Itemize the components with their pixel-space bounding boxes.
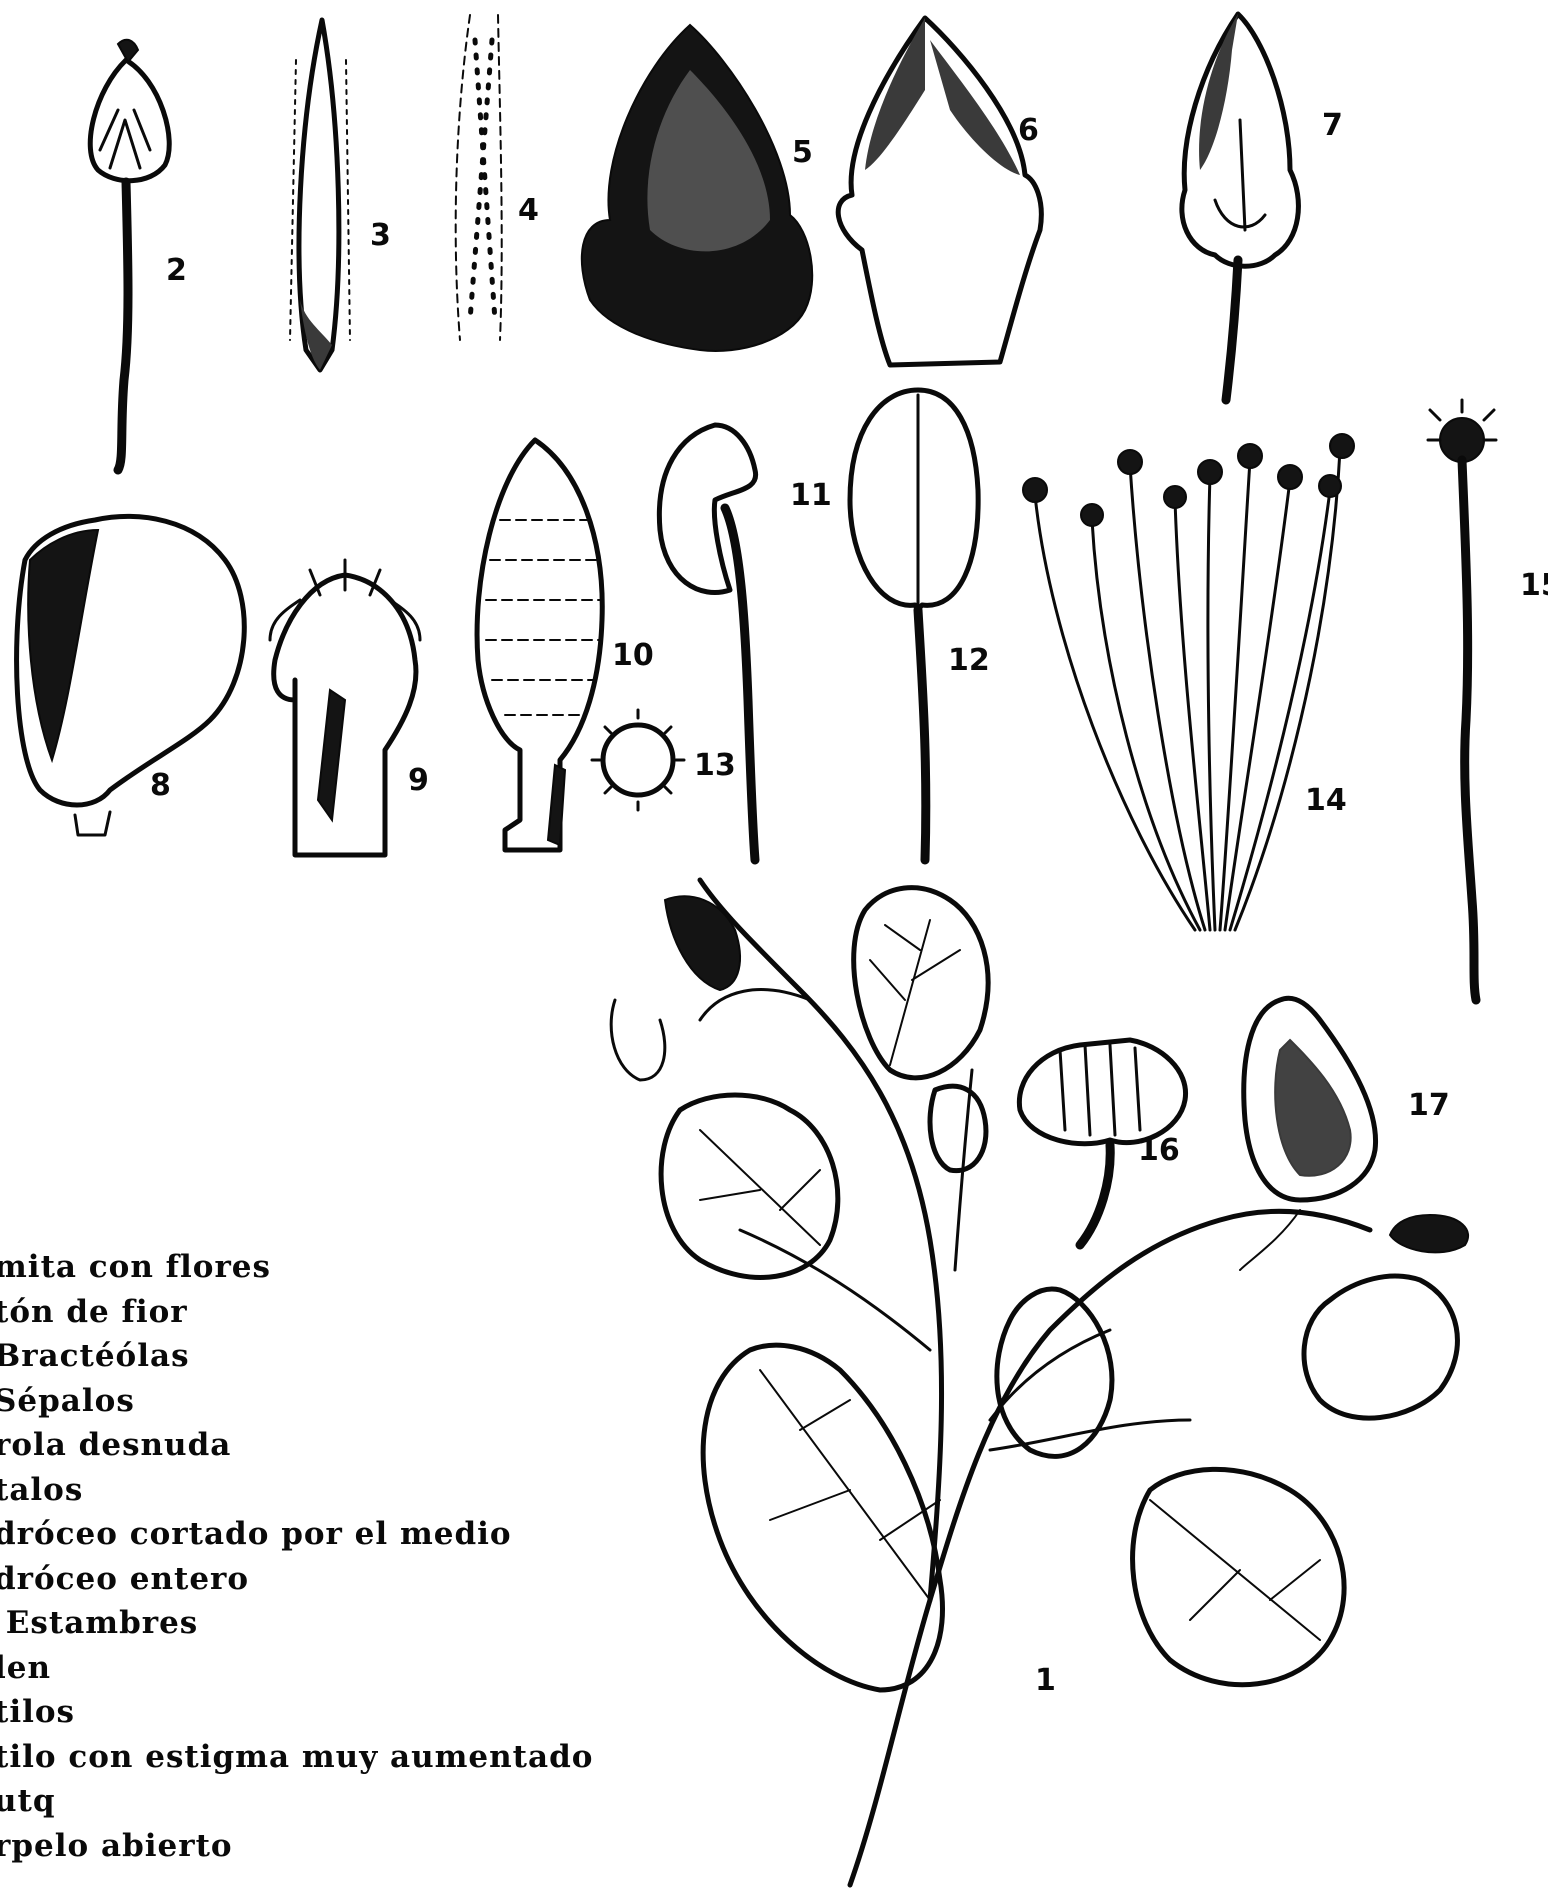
fig-10-androecium-drawing: [477, 440, 602, 850]
fig-9-androecium-cut-drawing: [270, 560, 420, 855]
legend-entry: tilos: [0, 1690, 593, 1735]
fig-6-petal-drawing: [838, 18, 1041, 365]
fig-10-number: 10: [612, 638, 654, 673]
fig-3-number: 3: [370, 218, 391, 253]
fig-12-number: 12: [948, 643, 990, 678]
legend-entry: utq: [0, 1779, 593, 1824]
legend-entry: len: [0, 1646, 593, 1691]
fig-17-carpel-drawing: [1240, 998, 1376, 1270]
fig-2-number: 2: [166, 253, 187, 288]
fig-17-number: 17: [1408, 1088, 1450, 1123]
fig-1-branch-drawing: [611, 880, 1468, 1885]
fig-11-number: 11: [790, 478, 832, 513]
fig-7-bud-drawing: [1182, 14, 1299, 400]
legend-entry: dróceo cortado por el medio: [0, 1512, 593, 1557]
legend-entry: dróceo entero: [0, 1557, 593, 1602]
legend-entry: rola desnuda: [0, 1423, 593, 1468]
fig-7-number: 7: [1322, 108, 1343, 143]
fig-11-stamen-drawing: [659, 425, 755, 860]
fig-16-number: 16: [1138, 1133, 1180, 1168]
fig-4-number: 4: [518, 193, 539, 228]
fig-5-number: 5: [792, 135, 813, 170]
fig-8-number: 8: [150, 768, 171, 803]
fig-15-style-drawing: [1428, 400, 1496, 1000]
fig-14-styles-drawing: [1023, 434, 1354, 930]
legend-entry: Sépalos: [0, 1379, 593, 1424]
figure-legend: mita con flores tón de fior Bractéólas S…: [0, 1245, 593, 1868]
fig-12-stamen-drawing: [850, 390, 978, 860]
fig-13-pollen-drawing: [592, 710, 684, 810]
fig-5-sepal-drawing: [582, 25, 812, 351]
fig-1-number: 1: [1035, 1663, 1056, 1698]
legend-entry: tón de fior: [0, 1290, 593, 1335]
fig-2-bud-drawing: [90, 40, 169, 470]
legend-entry: mita con flores: [0, 1245, 593, 1290]
fig-4-sepal-strip-drawing: [456, 15, 502, 340]
fig-9-number: 9: [408, 763, 429, 798]
fig-3-bracteole-drawing: [290, 20, 350, 370]
fig-15-number: 15: [1520, 568, 1548, 603]
fig-13-number: 13: [694, 748, 736, 783]
fig-14-number: 14: [1305, 783, 1347, 818]
legend-entry: Bractéólas: [0, 1334, 593, 1379]
legend-entry: rpelo abierto: [0, 1824, 593, 1869]
fig-6-number: 6: [1018, 113, 1039, 148]
fig-8-flower-drawing: [17, 516, 245, 835]
legend-entry: tilo con estigma muy aumentado: [0, 1735, 593, 1780]
legend-entry: Estambres: [0, 1601, 593, 1646]
legend-entry: talos: [0, 1468, 593, 1513]
